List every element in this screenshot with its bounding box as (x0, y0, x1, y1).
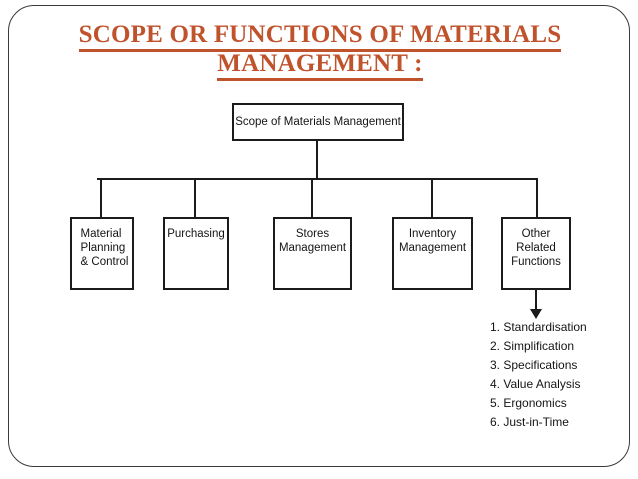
node-material-planning-and-control: Material Planning & Control (70, 217, 134, 290)
node-label: Purchasing (167, 228, 225, 240)
list-item: 3. Specifications (490, 358, 578, 372)
list-item: 1. Standardisation (490, 320, 587, 334)
other-related-functions-list: 1. Standardisation 2. Simplification 3. … (490, 318, 630, 432)
connector-arrow-shaft (535, 290, 537, 311)
connector-drop-inventory-management (431, 178, 433, 217)
page-title-line-2: MANAGEMENT : (40, 49, 600, 81)
list-item: 2. Simplification (490, 339, 575, 353)
node-inventory-management: Inventory Management (392, 217, 473, 290)
connector-horizontal-bus (97, 178, 538, 180)
page-title-line-1-text: SCOPE OR FUNCTIONS OF MATERIALS (78, 21, 562, 52)
node-label: Inventory Management (398, 228, 467, 254)
list-item: 4. Value Analysis (490, 377, 581, 391)
node-other-related-functions: Other Related Functions (501, 217, 571, 290)
node-label: Scope of Materials Management (235, 116, 401, 128)
page-title-line-2-text: MANAGEMENT : (217, 50, 423, 81)
connector-drop-purchasing (194, 178, 196, 217)
page-title-line-1: SCOPE OR FUNCTIONS OF MATERIALS (40, 20, 600, 52)
node-label: Material Planning & Control (80, 228, 129, 268)
node-stores-management: Stores Management (273, 217, 352, 290)
list-item: 5. Ergonomics (490, 396, 567, 410)
list-item: 6. Just-in-Time (490, 415, 569, 429)
page-title: SCOPE OR FUNCTIONS OF MATERIALS MANAGEME… (40, 20, 600, 81)
slide-frame-border (8, 5, 630, 467)
node-purchasing: Purchasing (163, 217, 229, 290)
connector-root-stem (316, 141, 318, 179)
arrow-down-icon (530, 309, 542, 319)
node-label: Other Related Functions (511, 228, 561, 268)
connector-drop-material-planning (100, 178, 102, 217)
connector-drop-other-related-functions (536, 178, 538, 217)
node-label: Stores Management (278, 228, 347, 254)
node-scope-of-materials-management: Scope of Materials Management (232, 103, 404, 141)
connector-drop-stores-management (311, 178, 313, 217)
